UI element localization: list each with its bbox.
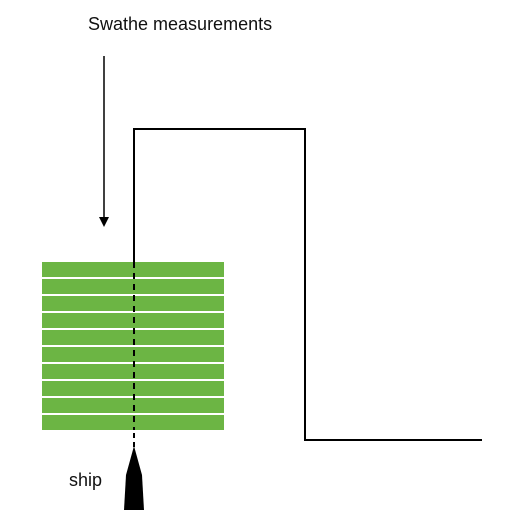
ship-label: ship [69, 470, 103, 490]
planned-route [133, 128, 482, 441]
swathe-bar [42, 262, 224, 277]
ship-icon [124, 446, 144, 510]
swathe-arrow-head [99, 217, 109, 227]
swathe-bar [42, 330, 224, 345]
swathe-measurements-label: Swathe measurements [88, 14, 273, 34]
swathe-bar [42, 415, 224, 430]
swathe-bar [42, 296, 224, 311]
swathe-bar [42, 364, 224, 379]
